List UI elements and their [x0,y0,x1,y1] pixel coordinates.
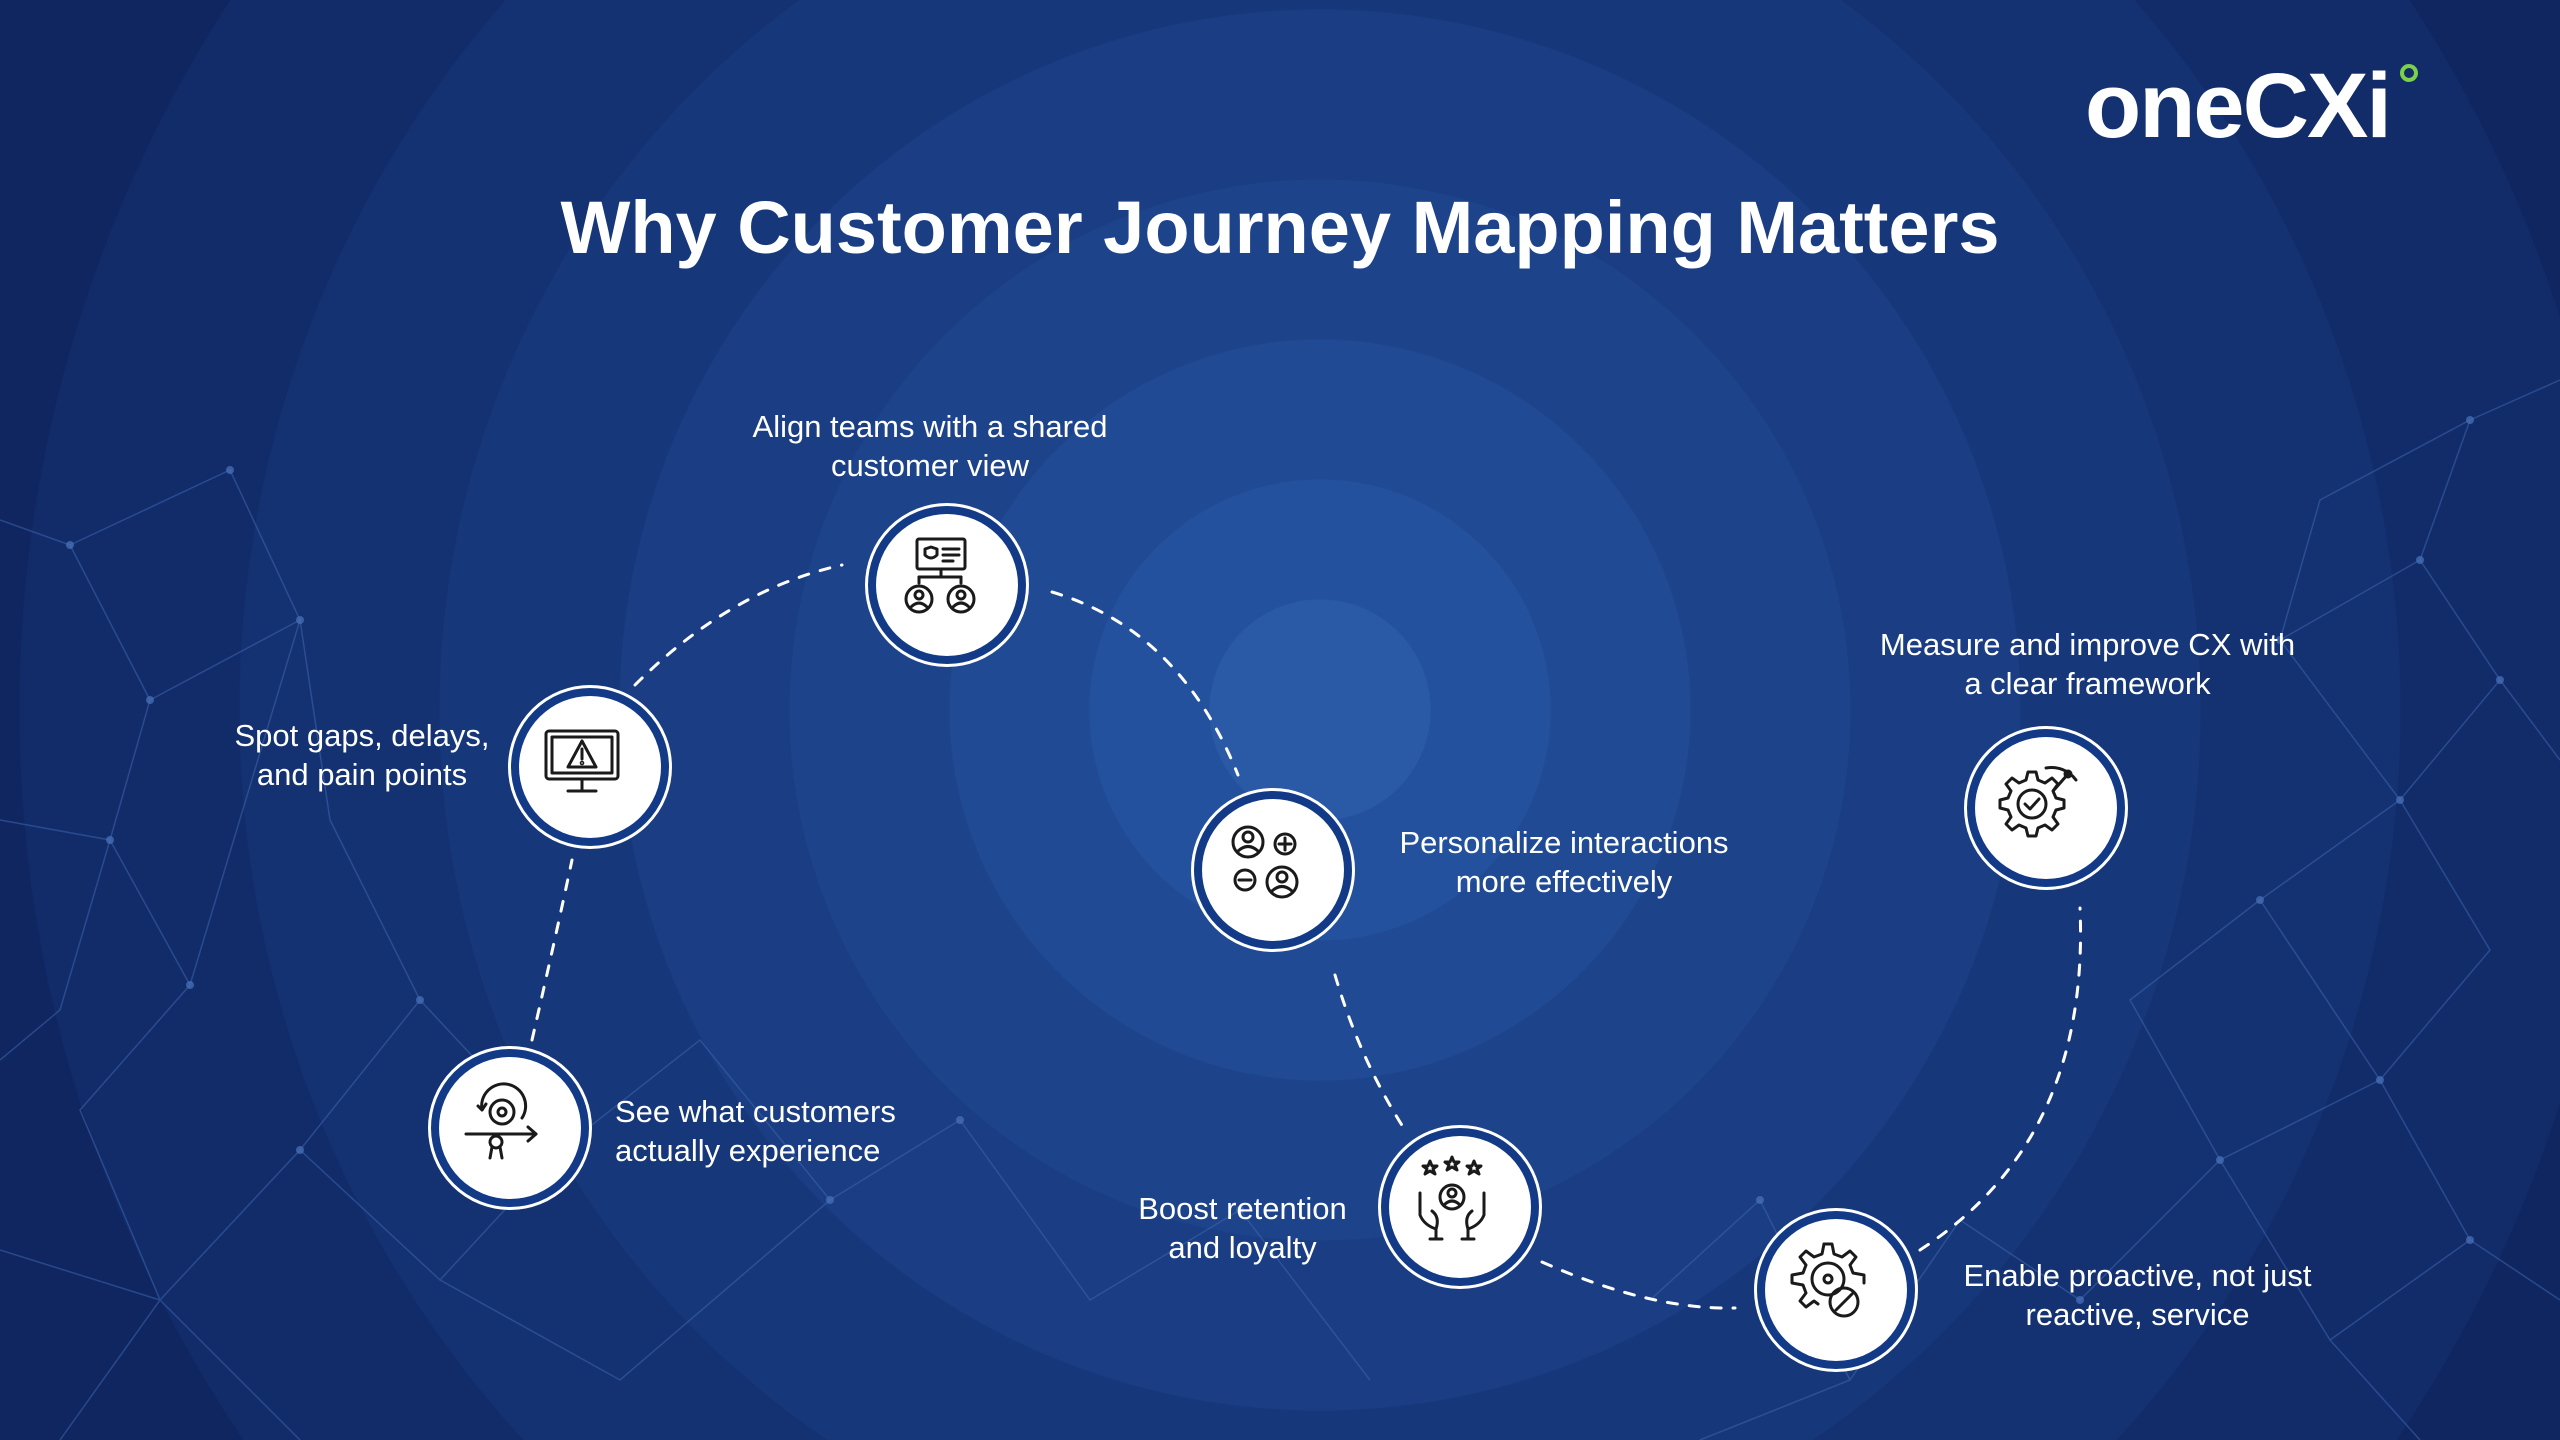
proactive-gear-icon [1790,1242,1866,1318]
measure-gauge-gear-icon [1998,766,2078,838]
step-node-proactive [1754,1208,1918,1372]
step-label-measure: Measure and improve CX with a clear fram… [1860,625,2315,703]
journey-target-icon [464,1082,538,1160]
step-label-line: Boost retention [1138,1191,1347,1226]
step-node-align [865,503,1029,667]
step-label-line: customer view [830,448,1030,483]
path-segment-5 [1540,1260,1737,1310]
brand-logo-accent-dot [2400,64,2418,82]
step-label-line: reactive, service [2025,1297,2250,1332]
step-label-line: and pain points [256,757,468,792]
path-segment-1 [530,858,574,1042]
path-segment-3 [1050,590,1240,777]
step-node-experience [428,1046,592,1210]
page-title: Why Customer Journey Mapping Matters [560,186,2000,269]
step-label-align: Align teams with a shared customer view [730,407,1130,485]
path-segment-4 [1333,973,1407,1132]
step-label-proactive: Enable proactive, not just reactive, ser… [1950,1256,2325,1334]
step-label-line: actually experience [615,1133,881,1168]
monitor-warning-icon [544,729,620,793]
team-presentation-icon [904,537,976,614]
path-segment-6 [1918,906,2083,1252]
step-label-line: Align teams with a shared [752,409,1108,444]
step-label-line: more effectively [1455,864,1673,899]
step-node-retention [1378,1125,1542,1289]
step-node-measure [1964,726,2128,890]
step-label-line: Measure and improve CX with [1879,627,2296,662]
step-label-line: Enable proactive, not just [1963,1258,2312,1293]
step-label-line: Personalize interactions [1399,825,1729,860]
step-node-gaps [508,685,672,849]
personalize-users-icon [1231,825,1299,899]
brand-logo-cxi: CXi [2242,55,2392,157]
step-label-experience: See what customers actually experience [615,1092,896,1170]
step-label-retention: Boost retention and loyalty [1120,1189,1365,1267]
path-segment-2 [633,563,844,687]
step-label-line: See what customers [615,1094,896,1129]
step-label-line: Spot gaps, delays, [234,718,490,753]
brand-logo-one: one [2085,55,2245,157]
step-label-line: and loyalty [1168,1230,1317,1265]
retention-hands-icon [1418,1155,1486,1241]
step-label-line: a clear framework [1964,666,2211,701]
step-node-personalize [1191,788,1355,952]
brand-logo: oneCXi [2085,60,2392,152]
step-label-gaps: Spot gaps, delays, and pain points [228,716,496,794]
step-label-personalize: Personalize interactions more effectivel… [1380,823,1748,901]
